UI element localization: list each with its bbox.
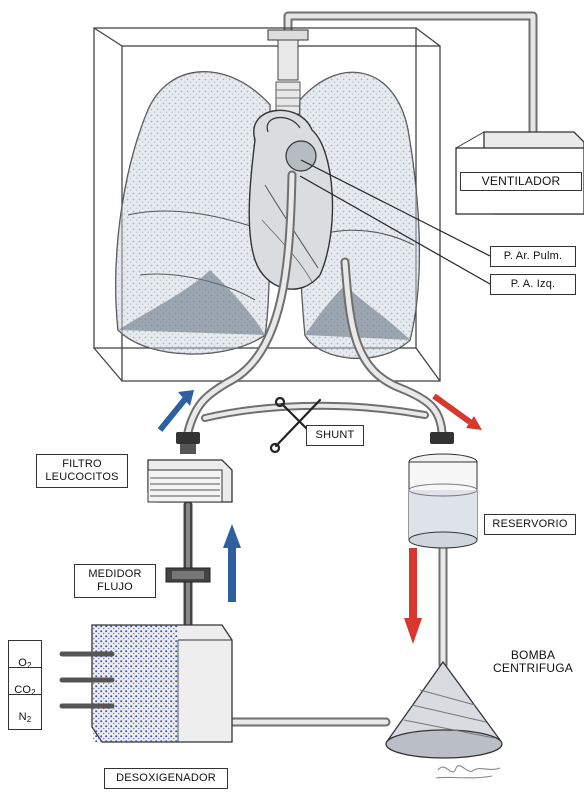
deoxygenator-label: DESOXIGENADOR [104,768,228,789]
n2-subscript: 2 [27,715,32,724]
artist-signature [436,766,500,778]
flow-arrow-blue-up-side [223,524,241,602]
leukocyte-filter-label: FILTRO LEUCOCITOS [36,454,128,488]
reservoir [409,454,477,548]
flow-meter [166,568,210,582]
shunt-label: SHUNT [306,425,364,446]
ventilator-label: VENTILADOR [460,172,582,191]
reservoir-label: RESERVORIO [484,514,576,535]
flow-arrow-red-down-side [404,548,422,644]
left-atrium-pressure-label: P. A. Izq. [490,274,576,295]
deoxygenator [92,625,232,742]
leukocyte-filter [148,460,232,502]
n2-text: N [19,711,27,723]
flow-meter-label: MEDIDOR FLUJO [74,564,156,598]
centrifugal-pump-label: BOMBA CENTRIFUGA [484,646,582,678]
left-lung [116,72,270,354]
pulmonary-artery-pressure-label: P. Ar. Pulm. [490,246,576,267]
n2-label: N2 [8,694,42,730]
